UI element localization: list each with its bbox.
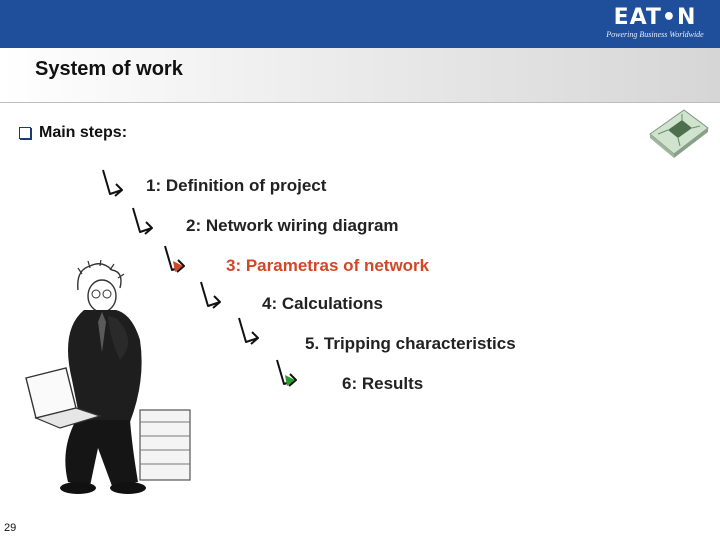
main-steps-bullet: Main steps:: [19, 124, 127, 142]
page-title: System of work: [35, 58, 183, 80]
brand-tagline: Powering Business Worldwide: [606, 30, 704, 39]
page-number: 29: [4, 522, 17, 534]
eaton-logo: EAT•N Powering Business Worldwide: [600, 6, 710, 46]
step-3-label: 3: Parametras of network: [226, 256, 430, 275]
step-6-label: 6: Results: [342, 374, 424, 393]
circuit-chip-icon: [649, 109, 709, 158]
checkbox-bullet-icon: [19, 127, 31, 139]
step-arrow-icon: [200, 281, 221, 309]
thinking-man-with-laptop: [25, 260, 191, 494]
step-arrow-icon-current: [164, 245, 185, 273]
step-arrow-icon: [238, 317, 259, 345]
step-arrow-icon-final: [276, 359, 297, 387]
step-5-label: 5. Tripping characteristics: [305, 334, 516, 353]
step-4-label: 4: Calculations: [262, 294, 383, 313]
step-1-label: 1: Definition of project: [146, 176, 327, 195]
bullet-label: Main steps:: [39, 124, 128, 141]
step-arrow-icon: [132, 207, 153, 235]
brand-wordmark: EAT•N: [613, 5, 697, 30]
header-bar: EAT•N Powering Business Worldwide: [0, 0, 720, 48]
step-2-label: 2: Network wiring diagram: [186, 216, 399, 235]
title-band: [0, 48, 720, 103]
step-arrow-icon: [102, 169, 123, 197]
